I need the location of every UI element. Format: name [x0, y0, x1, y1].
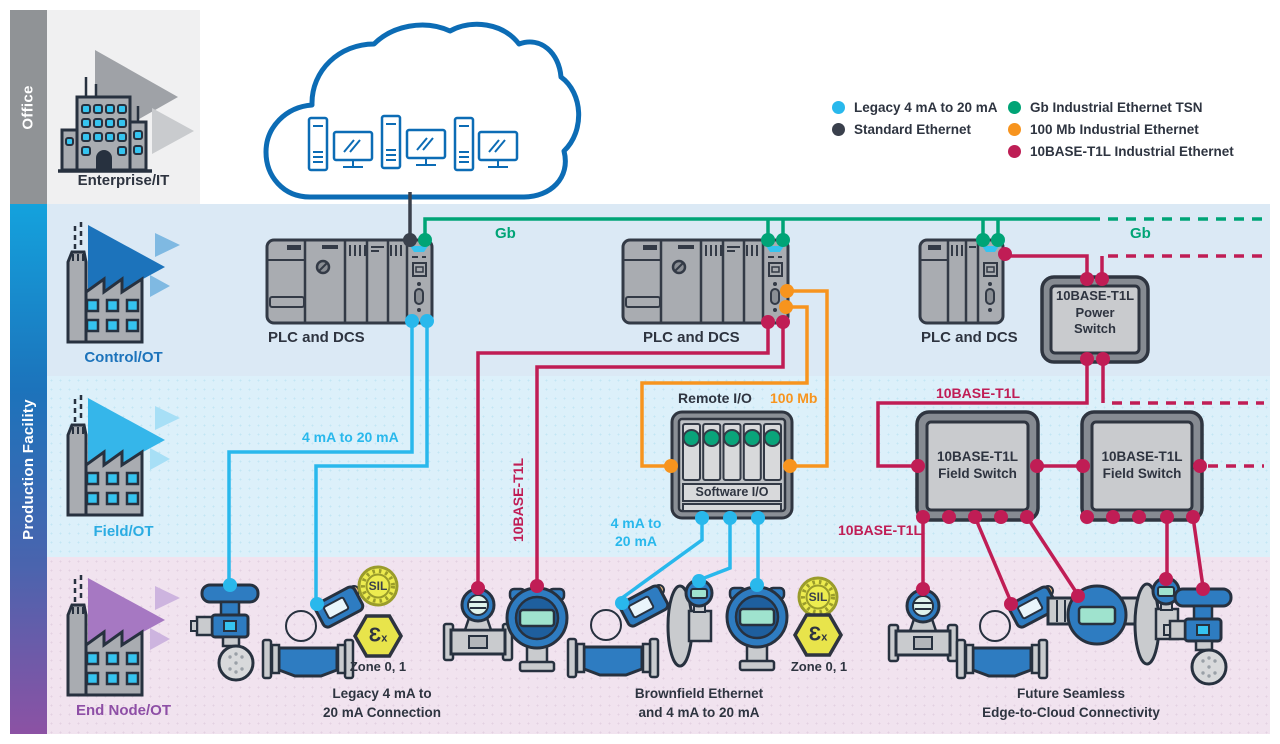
legend-item: Gb Industrial Ethernet TSN	[1008, 100, 1234, 115]
server-icons	[307, 114, 519, 172]
legend-label: 10BASE-T1L Industrial Ethernet	[1030, 144, 1234, 159]
legend-column-2: Gb Industrial Ethernet TSN 100 Mb Indust…	[1008, 100, 1234, 159]
legend-dot-t1l	[1008, 145, 1021, 158]
cloud-icon	[263, 21, 582, 200]
sil-badge-text-2: SIL	[808, 590, 828, 604]
legacy-wire-label-left: 4 mA to 20 mA	[302, 429, 399, 445]
power-switch-box	[1040, 275, 1150, 364]
t1l-wire-label-vertical: 10BASE-T1L	[510, 457, 526, 543]
legend-dot-100mb	[1008, 123, 1021, 136]
power-switch-label: 10BASE-T1L Power Switch	[1055, 288, 1135, 336]
legend-item: 10BASE-T1L Industrial Ethernet	[1008, 144, 1234, 159]
legend-label: Gb Industrial Ethernet TSN	[1030, 100, 1203, 115]
legacy-wire-label-mid: 4 mA to 20 mA	[610, 515, 662, 549]
valve-device-icon	[189, 583, 260, 682]
transmitter-device-icon	[505, 586, 569, 673]
plc2-label: PLC and DCS	[643, 329, 740, 346]
gb-label-left: Gb	[495, 225, 516, 242]
zone-label-2: Zone 0, 1	[790, 659, 848, 674]
wire-t1l-plc2-2	[535, 322, 785, 584]
legend-dot-standard	[832, 123, 845, 136]
ex-badge-text: Ɛx	[368, 624, 388, 647]
caption-brownfield-group: Brownfield Ethernet and 4 mA to 20 mA	[634, 686, 764, 720]
wire-t1l-ps-fs1	[876, 359, 1089, 468]
wire-legacy-1	[227, 321, 414, 581]
legend-dot-gb	[1008, 101, 1021, 114]
plc-dcs-1	[265, 238, 434, 325]
100mb-wire-label: 100 Mb	[770, 390, 818, 406]
wire-legacy-4	[698, 518, 732, 582]
network-wires	[227, 192, 1264, 603]
wire-t1l-plc3	[1005, 254, 1089, 277]
software-io-label: Software I/O	[695, 485, 769, 499]
control-factory-icon	[66, 220, 180, 344]
legend-dot-legacy	[832, 101, 845, 114]
t1l-wire-label-top: 10BASE-T1L	[935, 385, 1021, 401]
connection-dots	[223, 233, 1210, 611]
level-label-control: Control/OT	[84, 349, 163, 366]
field-switch-box-1	[915, 410, 1040, 522]
enterprise-building-icon	[58, 50, 194, 173]
transmitter-device-icon-2	[725, 585, 789, 672]
wire-t1l-dev-3	[1025, 516, 1080, 596]
flowmeter-device-icon	[442, 587, 514, 662]
level-label-enterprise: Enterprise/IT	[77, 172, 170, 189]
wire-100mb-1	[787, 289, 829, 468]
disc-transmitter-device-icon	[666, 578, 714, 668]
flowmeter-device-icon-2	[887, 588, 959, 663]
field-switch1-label: 10BASE-T1L Field Switch	[936, 449, 1019, 481]
wire-100mb-2	[640, 305, 809, 468]
field-factory-icon	[66, 393, 180, 517]
remote-io-label: Remote I/O	[678, 390, 752, 406]
legend-label: Legacy 4 mA to 20 mA	[854, 100, 998, 115]
legend-item: Legacy 4 mA to 20 mA	[832, 100, 998, 115]
gb-label-right: Gb	[1130, 225, 1151, 242]
endnode-factory-icon	[66, 573, 180, 697]
production-strip: Production Facility	[10, 204, 47, 734]
wire-t1l-dev-2	[973, 516, 1013, 603]
legend-item: 100 Mb Industrial Ethernet	[1008, 122, 1234, 137]
wire-gb-main	[423, 217, 1090, 240]
t1l-wire-label-bottom: 10BASE-T1L	[838, 522, 923, 538]
sil-badge-text: SIL	[368, 579, 388, 593]
legend-label: Standard Ethernet	[854, 122, 972, 137]
field-switch2-label: 10BASE-T1L Field Switch	[1101, 449, 1183, 481]
caption-future-group: Future Seamless Edge-to-Cloud Connectivi…	[982, 686, 1160, 720]
plc-dcs-3	[918, 238, 1005, 325]
legend-column-1: Legacy 4 mA to 20 mA Standard Ethernet	[832, 100, 998, 137]
plc-dcs-2	[621, 238, 790, 325]
legend-item: Standard Ethernet	[832, 122, 998, 137]
level-label-endnode: End Node/OT	[76, 702, 171, 719]
legend-label: 100 Mb Industrial Ethernet	[1030, 122, 1199, 137]
wire-legacy-2	[314, 321, 429, 600]
wire-t1l-plc2-1	[476, 322, 770, 586]
wire-t1l-dev-5	[1191, 516, 1205, 588]
plc3-label: PLC and DCS	[921, 329, 1018, 346]
zone-label-1: Zone 0, 1	[349, 659, 407, 674]
level-label-field: Field/OT	[93, 523, 154, 540]
remote-io-box	[670, 410, 794, 520]
office-strip: Office	[10, 10, 47, 204]
caption-legacy-group: Legacy 4 mA to 20 mA Connection	[322, 686, 441, 720]
plc1-label: PLC and DCS	[268, 329, 365, 346]
valve-device-icon-2	[1162, 587, 1233, 686]
ex-badge-text-2: Ɛx	[808, 623, 828, 646]
